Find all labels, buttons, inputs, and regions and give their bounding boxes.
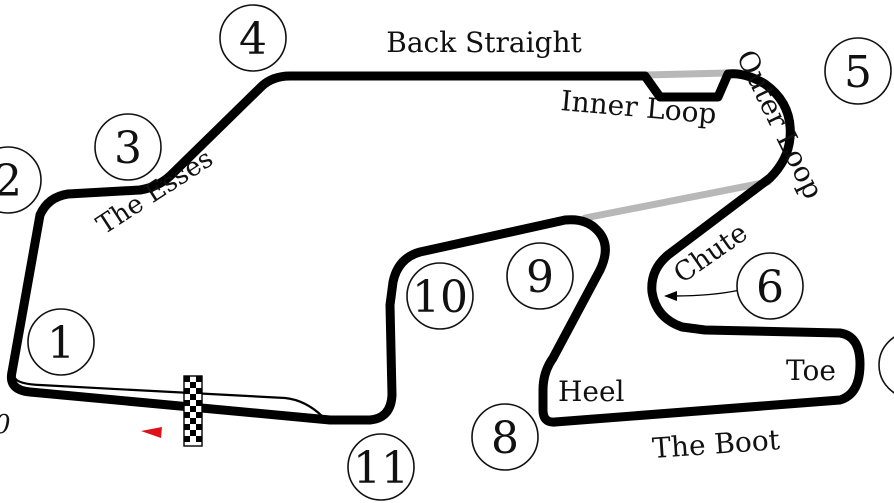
turn-number: 1	[47, 318, 75, 369]
turn-marker: 4	[219, 4, 287, 72]
chute-arrow-line	[673, 289, 741, 297]
turn-number: 4	[239, 14, 267, 65]
turn-marker: 2	[0, 146, 42, 214]
red-direction-marker	[141, 427, 162, 438]
turn-marker: 5	[824, 37, 892, 105]
chute-arrow-head	[664, 291, 677, 301]
turn-number: 5	[844, 47, 872, 98]
turn-marker: 9	[506, 242, 574, 310]
turn-number: 9	[526, 252, 554, 303]
turn-marker: 3	[94, 113, 162, 181]
shortcut-top	[641, 69, 732, 79]
turn-number: 10	[412, 272, 468, 323]
turn-marker: 11	[347, 433, 415, 501]
turn-number: 8	[491, 413, 519, 464]
label-heel: Heel	[558, 375, 625, 408]
shortcut-middle	[581, 178, 772, 222]
label-inner-loop: Inner Loop	[559, 84, 718, 130]
pit-lane	[14, 377, 323, 417]
track-outline	[6, 69, 865, 427]
turn-number: 6	[756, 262, 784, 313]
turn-number: 3	[114, 123, 142, 174]
start-finish-flag	[183, 375, 203, 447]
label-partial-left: 0	[0, 410, 11, 440]
turn-number: 11	[353, 443, 409, 494]
turn-number: 2	[0, 156, 22, 207]
turn-marker: 6	[736, 252, 804, 320]
label-back-straight: Back Straight	[386, 26, 582, 59]
turn-marker: 1	[27, 308, 95, 376]
turn-marker: 10	[406, 262, 474, 330]
partial-turn-circle	[878, 336, 894, 394]
label-outer-loop: Outer Loop	[730, 45, 830, 204]
label-toe: Toe	[786, 354, 836, 387]
label-the-boot: The Boot	[651, 423, 781, 465]
turn-marker: 8	[471, 403, 539, 471]
